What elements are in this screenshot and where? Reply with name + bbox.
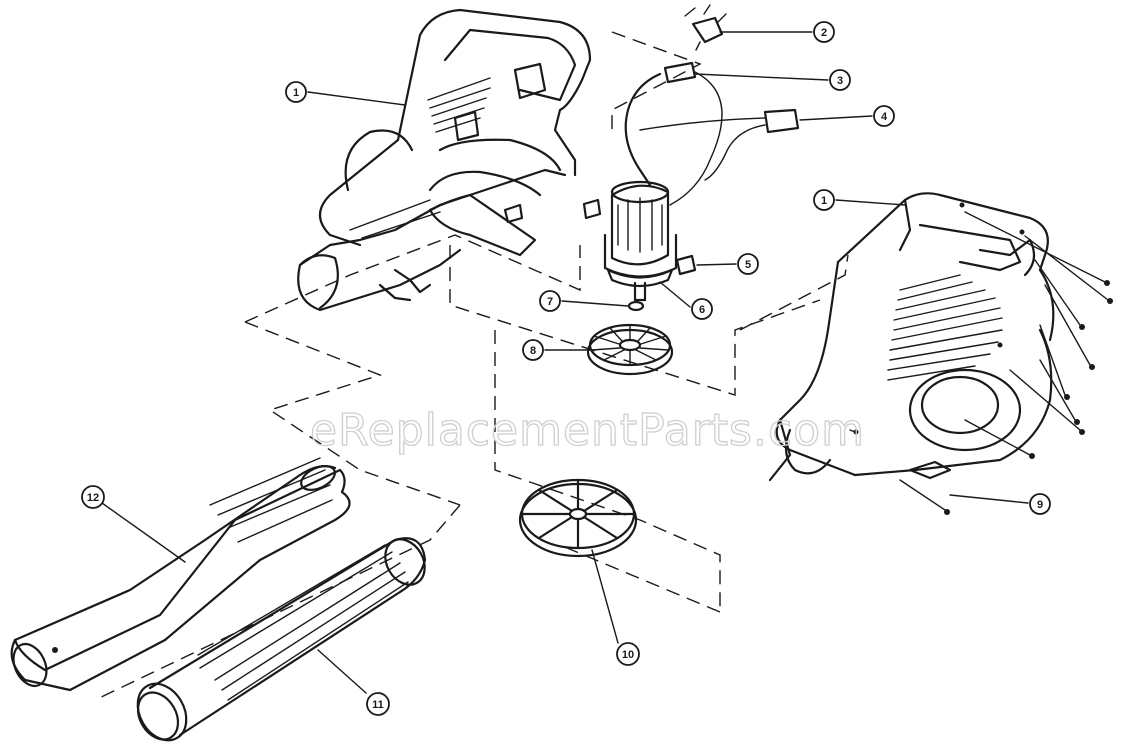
callout-9: 9 xyxy=(1029,493,1051,515)
extension-tube-part xyxy=(136,537,427,742)
housing-half-left xyxy=(297,8,592,312)
callout-label: 6 xyxy=(699,304,705,316)
callout-3: 3 xyxy=(829,69,851,91)
callout-label: 11 xyxy=(372,699,384,711)
fan-impeller-part xyxy=(586,323,674,376)
callout-label: 1 xyxy=(821,195,827,207)
callout-label: 5 xyxy=(745,259,751,271)
screw-set xyxy=(899,211,1113,515)
switch-part xyxy=(684,4,727,51)
cord-connector-part xyxy=(624,61,723,206)
callout-label: 9 xyxy=(1037,499,1043,511)
motor-part xyxy=(582,180,678,302)
washer-part xyxy=(627,300,645,312)
callout-4: 4 xyxy=(873,105,895,127)
blower-tube-part xyxy=(10,457,351,692)
callout-label: 7 xyxy=(547,296,553,308)
callout-6: 6 xyxy=(691,298,713,320)
watermark-text: eReplacementParts.com xyxy=(310,405,865,456)
callout-12: 12 xyxy=(81,485,105,509)
callout-11: 11 xyxy=(366,692,390,716)
callout-leaders xyxy=(101,31,1029,694)
brush-holder-part xyxy=(675,254,697,276)
callout-2: 2 xyxy=(813,21,835,43)
assembly-reference-lines xyxy=(94,31,849,701)
callout-label: 2 xyxy=(821,27,827,39)
callout-label: 1 xyxy=(293,87,299,99)
callout-label: 4 xyxy=(881,111,888,123)
callout-8: 8 xyxy=(522,339,544,361)
callout-1-right: 1 xyxy=(813,189,835,211)
callout-label: 12 xyxy=(87,492,99,504)
callout-10: 10 xyxy=(616,642,640,666)
callout-label: 8 xyxy=(530,345,536,357)
guard-wheel-part xyxy=(518,478,638,558)
callout-label: 10 xyxy=(622,649,634,661)
callout-1-left: 1 xyxy=(285,81,307,103)
cord-plug-part xyxy=(639,108,800,181)
callout-label: 3 xyxy=(837,75,843,87)
callout-5: 5 xyxy=(737,253,759,275)
callout-7: 7 xyxy=(539,290,561,312)
